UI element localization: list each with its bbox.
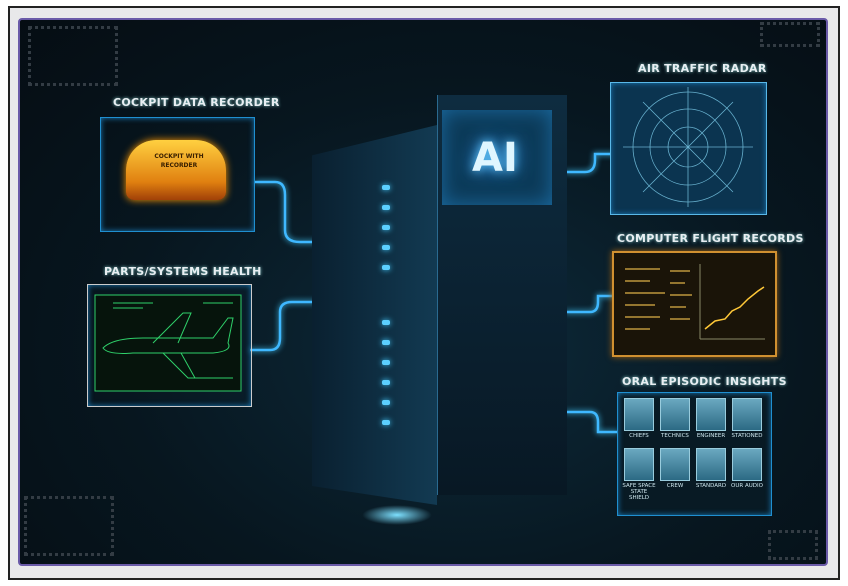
portrait [732, 398, 762, 431]
oral-insights-title: ORAL EPISODIC INSIGHTS [622, 375, 787, 388]
portrait-caption: ENGINEER [696, 433, 726, 439]
ai-server: AI [312, 95, 567, 525]
recorder-label: COCKPIT WITH RECORDER [154, 153, 204, 169]
flight-records-title: COMPUTER FLIGHT RECORDS [617, 232, 804, 245]
portrait [732, 448, 762, 481]
portrait-caption: CHIEFS [629, 433, 649, 439]
portrait [696, 398, 726, 431]
status-led [382, 205, 390, 210]
status-led [382, 380, 390, 385]
portrait-caption: TECHNICS [661, 433, 689, 439]
portrait-caption: STANDARD [695, 483, 727, 489]
decorative-corner [24, 496, 114, 556]
decorative-corner [760, 22, 820, 47]
portrait-caption: CREW [666, 483, 684, 489]
radar-title: AIR TRAFFIC RADAR [638, 62, 767, 75]
status-led [382, 265, 390, 270]
infographic-canvas: AI COCKPIT DATA RECORDER COCKPIT WITH RE… [18, 18, 828, 566]
parts-title: PARTS/SYSTEMS HEALTH [104, 265, 262, 278]
portrait [624, 398, 654, 431]
status-led [382, 420, 390, 425]
ai-label: AI [472, 135, 518, 181]
status-led [382, 320, 390, 325]
parts-panel [87, 284, 252, 407]
radar-panel [610, 82, 767, 215]
wire-radar [565, 152, 625, 174]
cockpit-panel: COCKPIT WITH RECORDER [100, 117, 255, 232]
oral-insights-panel: CHIEFS TECHNICS ENGINEER STATIONED SAFE … [617, 392, 772, 516]
wire-oral [565, 410, 618, 434]
wire-flight [565, 294, 632, 314]
portrait-caption: STATIONED [731, 433, 763, 439]
status-led [382, 225, 390, 230]
radar-scope-icon [623, 87, 753, 207]
connector-wires [250, 152, 632, 434]
cockpit-title: COCKPIT DATA RECORDER [113, 96, 280, 109]
status-led [382, 400, 390, 405]
portrait-caption: SAFE SPACE STATE SHIELD [622, 483, 656, 501]
status-led [382, 245, 390, 250]
decorative-corner [28, 26, 118, 86]
aircraft-blueprint-icon [94, 294, 242, 392]
wire-parts [250, 300, 385, 352]
flight-data-chart-icon [625, 264, 765, 340]
portrait [660, 448, 690, 481]
status-led [382, 340, 390, 345]
portrait-caption: OUR AUDIO [731, 483, 763, 489]
floor-glow [362, 505, 432, 525]
status-led [382, 360, 390, 365]
flight-records-panel [612, 251, 777, 357]
flight-recorder-image: COCKPIT WITH RECORDER [126, 140, 226, 200]
portrait [624, 448, 654, 481]
status-led [382, 185, 390, 190]
decorative-corner [768, 530, 818, 560]
portrait [660, 398, 690, 431]
portrait [696, 448, 726, 481]
